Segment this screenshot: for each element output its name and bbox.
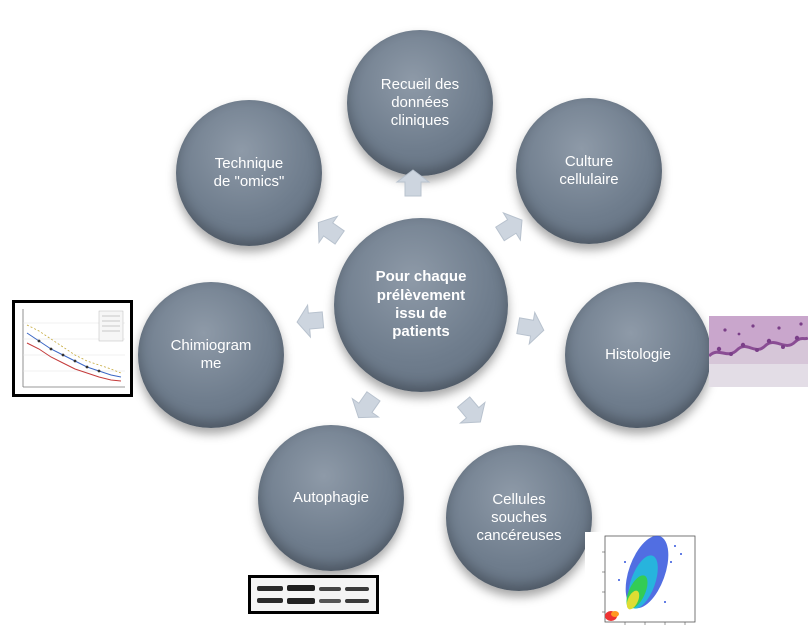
- arrow-to-recueil: [395, 169, 431, 197]
- node-recueil-label: Recueil des données cliniques: [380, 75, 460, 130]
- arrow-to-omics: [317, 215, 345, 245]
- node-cellules-label: Cellules souches cancéreuses: [476, 490, 562, 545]
- chart-thumbnail-icon: [12, 300, 133, 397]
- node-chimiogramme-label: Chimiogram me: [170, 336, 252, 372]
- arrow-to-autophagie: [351, 391, 381, 419]
- flow-cytometry-plot-icon: [585, 532, 699, 631]
- node-culture: Culture cellulaire: [516, 98, 662, 244]
- node-recueil: Recueil des données cliniques: [347, 30, 493, 176]
- histology-image-icon: [709, 316, 808, 387]
- arrow-to-cellules: [456, 396, 486, 424]
- node-histologie-label: Histologie: [605, 345, 671, 363]
- node-omics: Technique de "omics": [176, 100, 322, 246]
- arrow-to-histologie: [516, 310, 545, 346]
- node-chimiogramme: Chimiogram me: [138, 282, 284, 428]
- western-blot-image-icon: [248, 575, 379, 614]
- node-autophagie: Autophagie: [258, 425, 404, 571]
- node-histologie: Histologie: [565, 282, 711, 428]
- node-center-label: Pour chaque prélèvement issu de patients: [375, 268, 467, 341]
- node-culture-label: Culture cellulaire: [559, 152, 619, 188]
- node-omics-label: Technique de "omics": [213, 154, 285, 190]
- node-center: Pour chaque prélèvement issu de patients: [334, 218, 508, 392]
- node-cellules: Cellules souches cancéreuses: [446, 445, 592, 591]
- arrow-to-culture: [495, 211, 523, 242]
- node-autophagie-label: Autophagie: [293, 488, 369, 506]
- arrow-to-chimiogramme: [296, 303, 325, 339]
